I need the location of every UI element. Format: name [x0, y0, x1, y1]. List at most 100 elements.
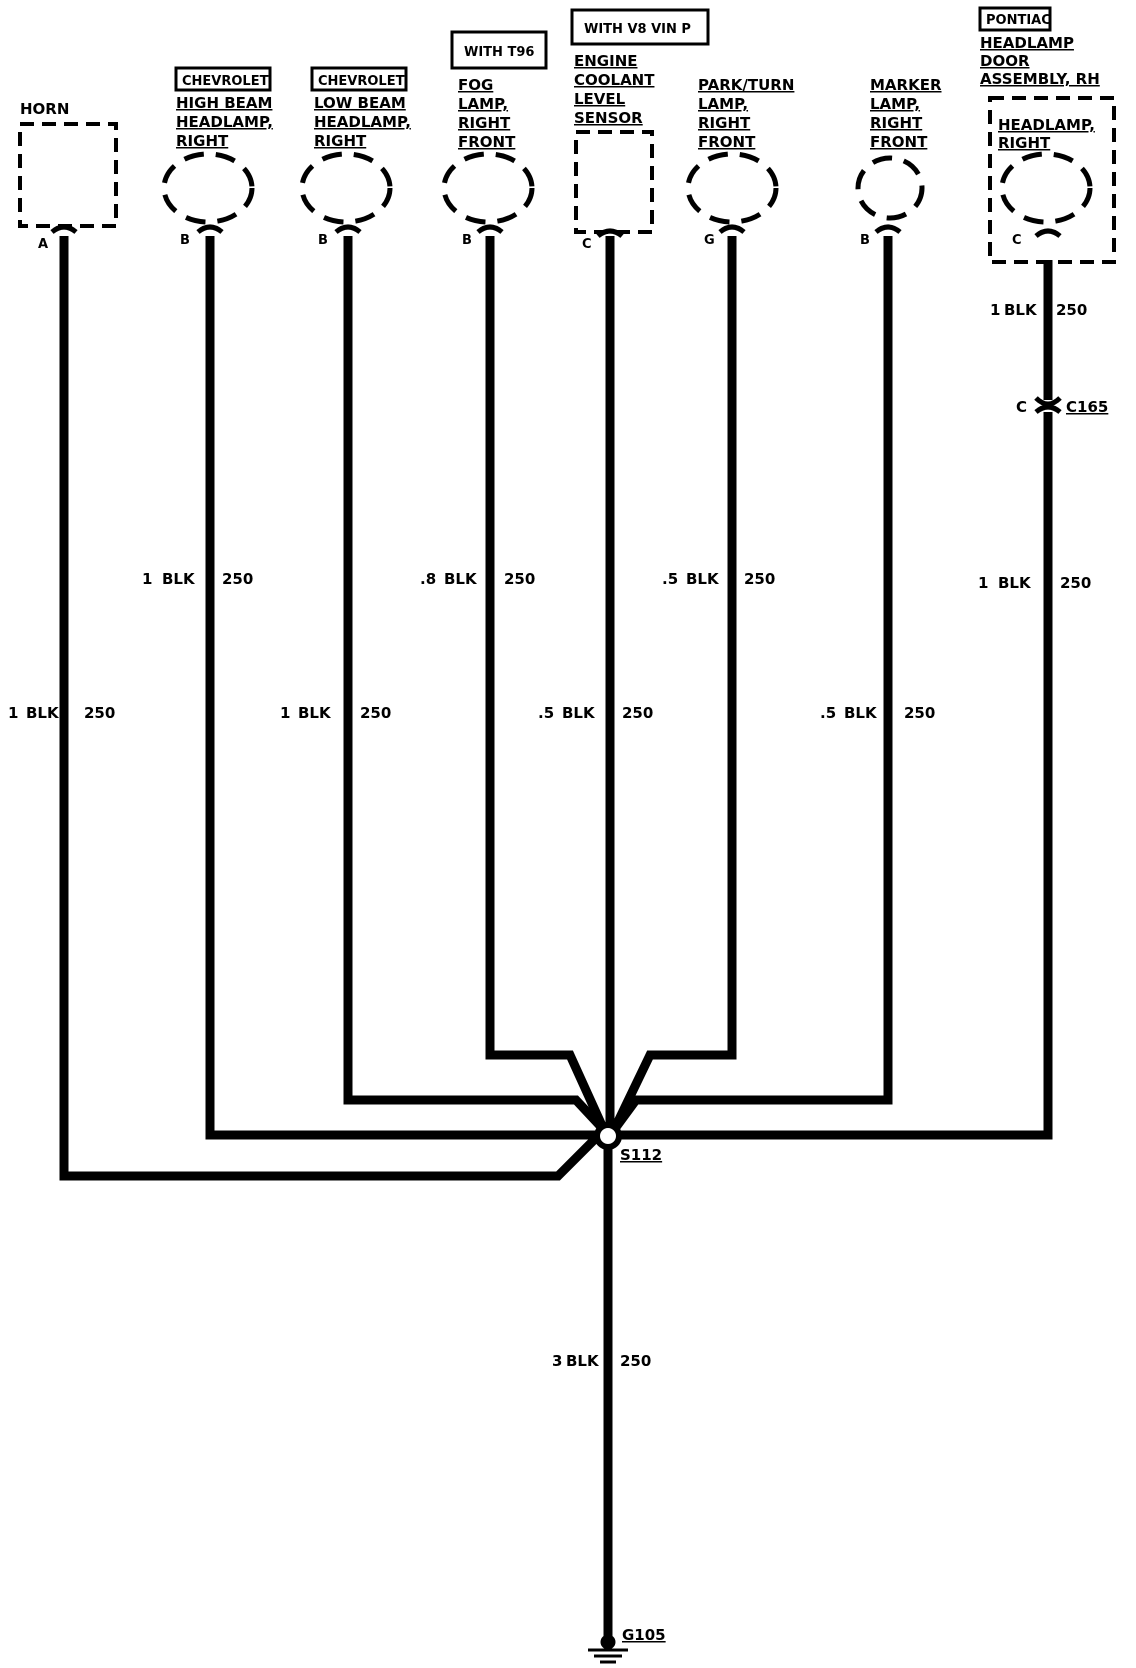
high-beam-label-2: HEADLAMP,	[176, 113, 273, 131]
high-beam-lamp	[161, 151, 255, 225]
low-beam-lamp	[299, 151, 393, 225]
low-beam-label-1: LOW BEAM	[314, 94, 406, 112]
wire-horn	[59, 236, 608, 1181]
fog-lamp	[441, 151, 535, 225]
wire-low-beam	[343, 236, 608, 1134]
coolant-label-4: SENSOR	[574, 109, 643, 127]
horn-component	[18, 122, 118, 228]
park-turn-label-1: PARK/TURN	[698, 76, 794, 94]
ground-wire-size: 3	[552, 1352, 562, 1370]
park-turn-label-4: FRONT	[698, 133, 756, 151]
fog-label-4: FRONT	[458, 133, 516, 151]
high-beam-pin: B	[180, 233, 190, 248]
park-turn-lamp	[685, 151, 779, 225]
wire-park-turn	[609, 236, 737, 1132]
coolant-wire-size: .5	[538, 704, 554, 722]
fog-label-2: LAMP,	[458, 95, 508, 113]
coolant-wire-circuit: 250	[622, 704, 653, 722]
ground-label: G105	[622, 1626, 666, 1644]
coolant-wire-color: BLK	[562, 704, 596, 722]
park-turn-wire-circuit: 250	[744, 570, 775, 588]
pontiac-upper-wire-color: BLK	[1004, 301, 1038, 319]
ground-wire-circuit: 250	[620, 1352, 651, 1370]
pontiac-headlamp	[999, 151, 1093, 225]
park-turn-label-2: LAMP,	[698, 95, 748, 113]
marker-wire-circuit: 250	[904, 704, 935, 722]
high-beam-wire-color: BLK	[162, 570, 196, 588]
connector-pin-label: C	[1016, 398, 1027, 416]
fog-wire-size: .8	[420, 570, 436, 588]
horn-wire-size: 1	[8, 704, 18, 722]
pontiac-option-box	[978, 6, 1052, 32]
headlamp-door-assembly	[988, 96, 1116, 264]
wire-pontiac-lower	[614, 412, 1053, 1140]
coolant-sensor-component	[574, 130, 654, 234]
wires	[59, 236, 1053, 1642]
chevrolet-option-box-1	[174, 66, 272, 92]
pontiac-pin: C	[1012, 233, 1022, 248]
fog-label-3: RIGHT	[458, 114, 511, 132]
marker-label-2: LAMP,	[870, 95, 920, 113]
horn-wire-circuit: 250	[84, 704, 115, 722]
marker-label-3: RIGHT	[870, 114, 923, 132]
coolant-label-3: LEVEL	[574, 90, 626, 108]
fog-label-1: FOG	[458, 76, 493, 94]
pontiac-headlamp-label-2: RIGHT	[998, 134, 1051, 152]
pontiac-headlamp-label-1: HEADLAMP,	[998, 116, 1095, 134]
park-turn-pin: G	[704, 233, 715, 248]
horn-label: HORN	[20, 100, 69, 118]
chevrolet-option-1: CHEVROLET	[182, 74, 269, 89]
t96-option: WITH T96	[464, 45, 534, 60]
ground-wire-color: BLK	[566, 1352, 600, 1370]
low-beam-wire-color: BLK	[298, 704, 332, 722]
horn-pin: A	[38, 237, 48, 252]
pontiac-lower-wire-color: BLK	[998, 574, 1032, 592]
marker-lamp	[855, 155, 925, 221]
marker-wire-color: BLK	[844, 704, 878, 722]
low-beam-label-3: RIGHT	[314, 132, 367, 150]
high-beam-label-1: HIGH BEAM	[176, 94, 272, 112]
pontiac-lower-wire-size: 1	[978, 574, 988, 592]
pontiac-upper-wire-circuit: 250	[1056, 301, 1087, 319]
assembly-label-2: DOOR	[980, 52, 1030, 70]
assembly-label-3: ASSEMBLY, RH	[980, 70, 1100, 88]
park-turn-label-3: RIGHT	[698, 114, 751, 132]
wire-marker	[610, 236, 893, 1133]
low-beam-wire-size: 1	[280, 704, 290, 722]
chevrolet-option-2: CHEVROLET	[318, 74, 405, 89]
t96-option-box	[450, 30, 548, 70]
pontiac-upper-wire-size: 1	[990, 301, 1000, 319]
wire-fog	[485, 236, 609, 1132]
low-beam-label-2: HEADLAMP,	[314, 113, 411, 131]
high-beam-wire-circuit: 250	[222, 570, 253, 588]
park-turn-wire-color: BLK	[686, 570, 720, 588]
park-turn-wire-size: .5	[662, 570, 678, 588]
low-beam-wire-circuit: 250	[360, 704, 391, 722]
fog-wire-color: BLK	[444, 570, 478, 588]
v8-option-box	[570, 8, 710, 46]
pontiac-lower-wire-circuit: 250	[1060, 574, 1091, 592]
coolant-pin: C	[582, 237, 592, 252]
marker-label-4: FRONT	[870, 133, 928, 151]
high-beam-wire-size: 1	[142, 570, 152, 588]
coolant-label-1: ENGINE	[574, 52, 638, 70]
marker-pin: B	[860, 233, 870, 248]
fog-pin: B	[462, 233, 472, 248]
connector-c165	[1034, 396, 1062, 415]
connector-name-label: C165	[1066, 398, 1108, 416]
splice-s112	[594, 1122, 622, 1150]
marker-wire-size: .5	[820, 704, 836, 722]
horn-wire-color: BLK	[26, 704, 60, 722]
pontiac-option: PONTIAC	[986, 13, 1051, 28]
low-beam-pin: B	[318, 233, 328, 248]
coolant-label-2: COOLANT	[574, 71, 655, 89]
splice-label: S112	[620, 1146, 662, 1164]
v8-option: WITH V8 VIN P	[584, 22, 691, 37]
assembly-label-1: HEADLAMP	[980, 34, 1074, 52]
ground-g105-symbol	[588, 1634, 628, 1664]
wire-high-beam	[205, 236, 604, 1140]
high-beam-label-3: RIGHT	[176, 132, 229, 150]
chevrolet-option-box-2	[310, 66, 408, 92]
marker-label-1: MARKER	[870, 76, 942, 94]
